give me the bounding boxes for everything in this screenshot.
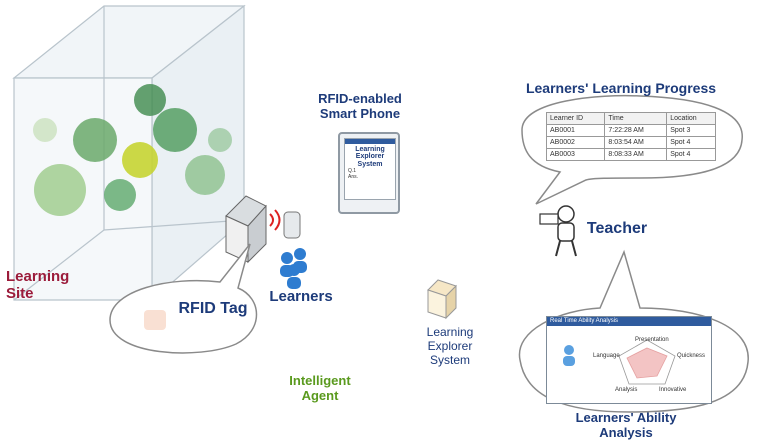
rfid-tag-label: RFID Tag xyxy=(178,300,248,317)
progress-table: Learner ID Time Location AB0001 7:22:28 … xyxy=(545,112,716,161)
teacher-label: Teacher xyxy=(586,220,648,237)
table-header-cell: Location xyxy=(666,112,716,125)
table-cell: Spot 3 xyxy=(666,124,716,137)
table-cell: 8:03:54 AM xyxy=(604,136,668,149)
rfid-reader-icon xyxy=(225,195,281,264)
radar-axis-language: Language xyxy=(593,353,620,359)
table-header-row: Learner ID Time Location xyxy=(545,112,716,125)
table-cell: Spot 4 xyxy=(666,148,716,161)
plants-illustration xyxy=(33,84,232,216)
radar-axis-analysis: Analysis xyxy=(615,387,638,393)
table-cell: 8:08:33 AM xyxy=(604,148,668,161)
phone-screen: Learning Explorer System Q.1 Ans. xyxy=(344,138,396,200)
table-row: AB0003 8:08:33 AM Spot 4 xyxy=(545,148,716,161)
table-cell: 7:22:28 AM xyxy=(604,124,668,137)
learning-explorer-system-label: Learning Explorer System xyxy=(426,325,474,367)
learners-label: Learners xyxy=(269,288,333,305)
phone-answer: Ans. xyxy=(348,174,359,181)
radar-axis-presentation: Presentation xyxy=(635,337,669,343)
learner-avatar-icon xyxy=(564,345,574,355)
rfid-tag-bubble xyxy=(109,243,258,354)
teacher-icon xyxy=(539,205,577,257)
phone-question: Q.1 xyxy=(348,168,357,175)
learning-site-label: Learning Site xyxy=(6,268,70,303)
ability-radar-chart xyxy=(563,339,676,385)
table-header-cell: Learner ID xyxy=(545,112,606,125)
learners-progress-title: Learners' Learning Progress xyxy=(525,80,717,96)
phone-app-title: Learning Explorer System xyxy=(355,146,385,168)
intelligent-agent-label: Intelligent Agent xyxy=(289,373,351,403)
rfid-phone-label: RFID-enabled Smart Phone xyxy=(318,91,402,121)
rfid-tag-icon xyxy=(144,310,166,330)
learning-explorer-system-icon xyxy=(427,279,457,320)
table-cell: Spot 4 xyxy=(666,136,716,149)
ability-analysis-window: Real Time Ability Analysis Presentation … xyxy=(546,316,712,404)
smart-phone-icon: Learning Explorer System Q.1 Ans. xyxy=(338,132,400,214)
learner-avatar-body xyxy=(563,356,575,366)
table-cell: AB0003 xyxy=(545,148,606,161)
learners-icon xyxy=(280,248,307,289)
ability-window-title: Real Time Ability Analysis xyxy=(547,317,711,326)
handheld-reader-icon xyxy=(283,211,301,239)
table-cell: AB0002 xyxy=(545,136,606,149)
table-header-cell: Time xyxy=(604,112,668,125)
table-cell: AB0001 xyxy=(545,124,606,137)
phone-title-bar xyxy=(345,139,395,144)
table-row: AB0002 8:03:54 AM Spot 4 xyxy=(545,136,716,149)
table-row: AB0001 7:22:28 AM Spot 3 xyxy=(545,124,716,137)
radar-axis-innovative: Innovative xyxy=(659,387,687,393)
radar-axis-quickness: Quickness xyxy=(677,353,706,359)
learners-ability-title: Learners' Ability Analysis xyxy=(575,410,677,440)
